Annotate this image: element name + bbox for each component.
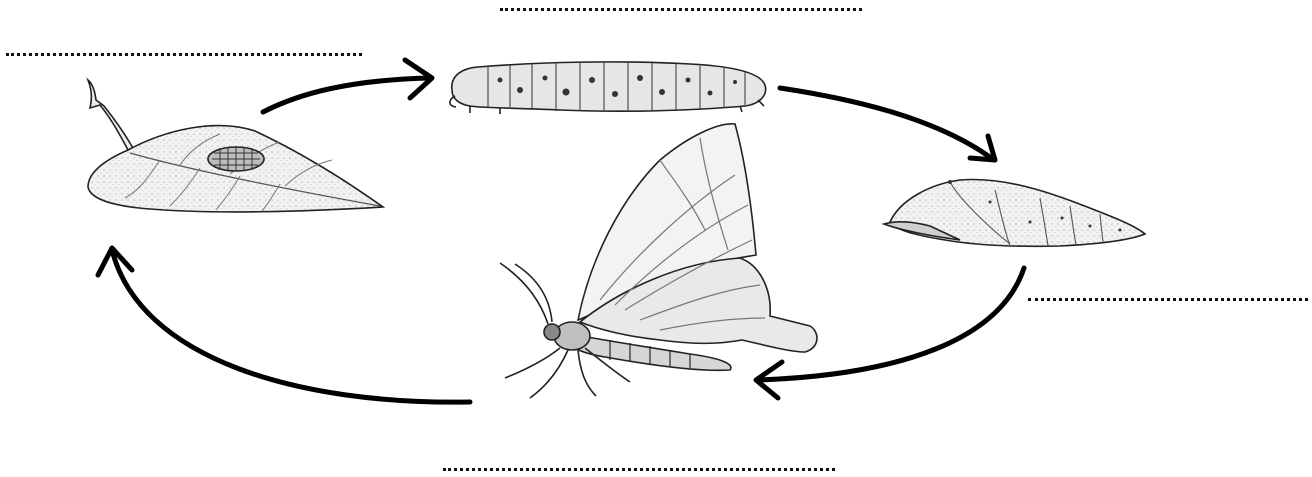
arrow-egg-to-larva xyxy=(263,60,432,112)
cycle-arrows xyxy=(98,60,1024,402)
arrow-adult-to-egg xyxy=(98,248,470,402)
caterpillar-illustration xyxy=(450,62,766,114)
chrysalis-illustration xyxy=(884,179,1145,246)
eggs-on-leaf-illustration xyxy=(88,80,383,212)
arrow-larva-to-pupa xyxy=(780,88,995,160)
butterfly-illustration xyxy=(500,124,817,398)
